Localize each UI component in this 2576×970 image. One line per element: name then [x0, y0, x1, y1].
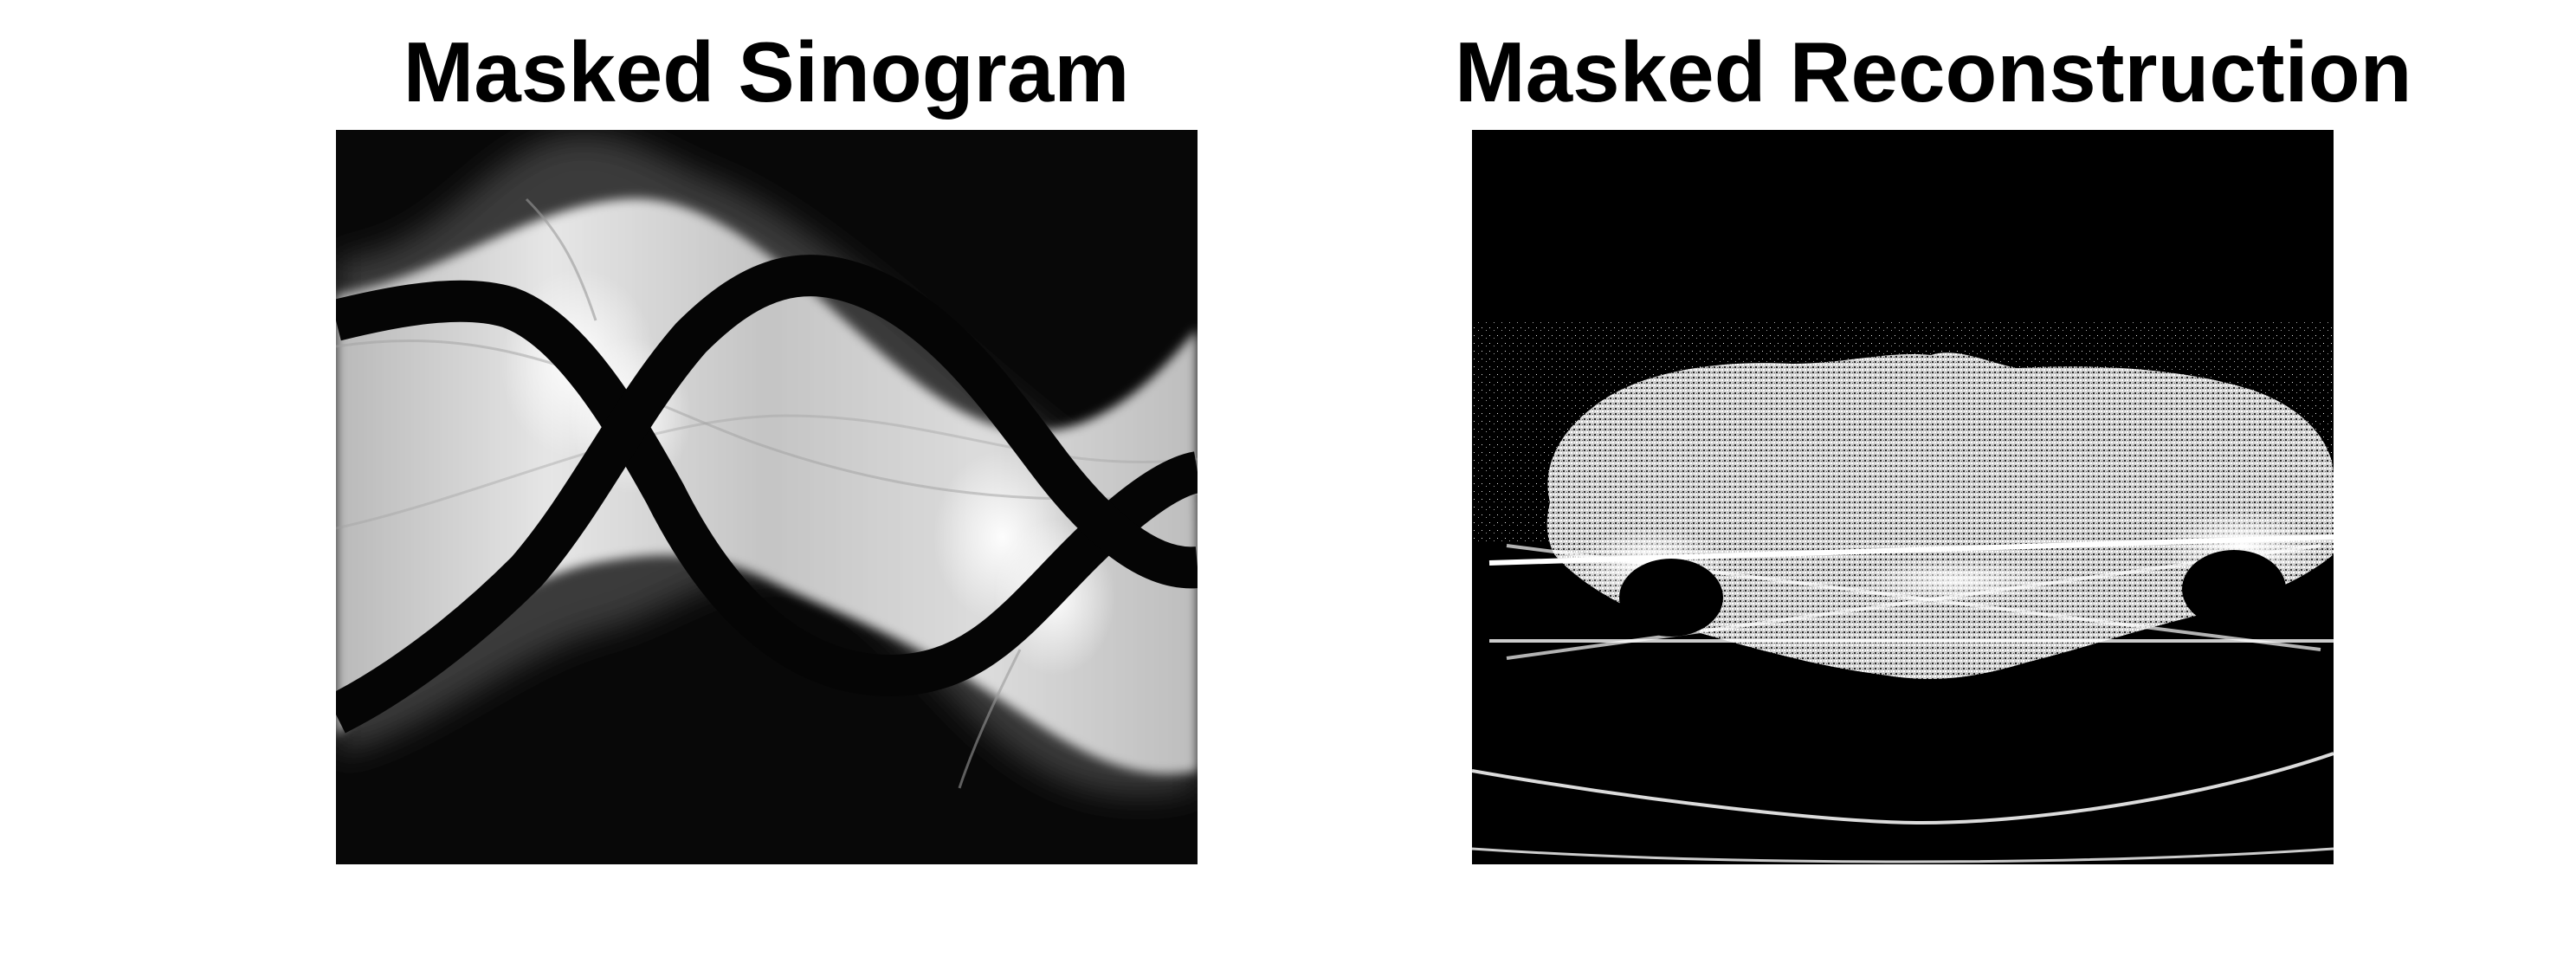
sinogram-title: Masked Sinogram: [403, 24, 1130, 120]
reconstruction-title: Masked Reconstruction: [1455, 24, 2412, 120]
sinogram-graphic: [336, 130, 1198, 864]
reconstruction-graphic: [1472, 130, 2334, 864]
sinogram-image: [336, 130, 1198, 864]
reconstruction-image: [1472, 130, 2334, 864]
